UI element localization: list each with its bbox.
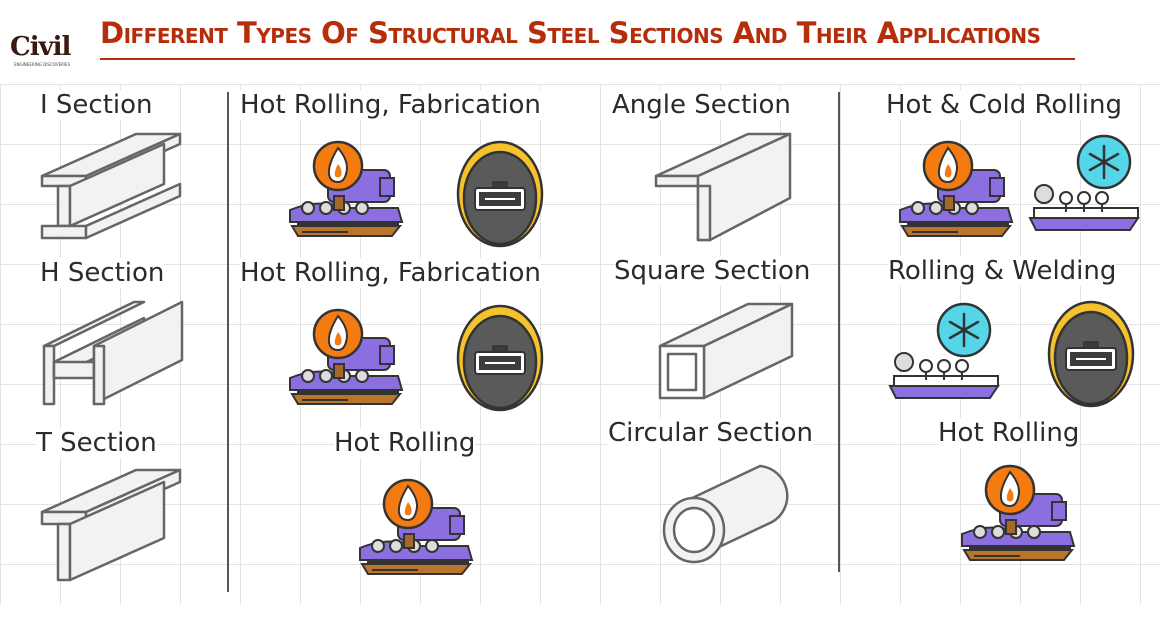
h-section-application: Hot Rolling, Fabrication bbox=[240, 258, 541, 288]
square-section-application: Rolling & Welding bbox=[888, 256, 1117, 286]
cold-rolling-icon bbox=[888, 302, 1000, 400]
logo: Civil ENGINEERING DISCOVERIES bbox=[8, 30, 78, 74]
page-title: Different Types Of Structural Steel Sect… bbox=[100, 16, 1041, 50]
t-section-diagram bbox=[40, 468, 182, 582]
cold-rolling-icon bbox=[1028, 134, 1140, 232]
furnace-icon bbox=[898, 140, 1014, 238]
divider-right bbox=[838, 92, 840, 572]
angle-section-label: Angle Section bbox=[612, 90, 791, 120]
t-section-application: Hot Rolling bbox=[334, 428, 476, 458]
circular-section-label: Circular Section bbox=[608, 418, 813, 448]
square-section-label: Square Section bbox=[614, 256, 811, 286]
furnace-icon bbox=[288, 140, 404, 238]
divider-left bbox=[227, 92, 229, 592]
welding-mask-icon bbox=[1047, 300, 1135, 408]
h-section-diagram bbox=[42, 300, 184, 406]
square-section-diagram bbox=[658, 302, 794, 400]
furnace-icon bbox=[960, 464, 1076, 562]
furnace-icon bbox=[358, 478, 474, 576]
angle-section-diagram bbox=[654, 132, 792, 242]
logo-text: Civil bbox=[10, 32, 71, 62]
logo-subtitle: ENGINEERING DISCOVERIES bbox=[14, 62, 71, 67]
circular-section-diagram bbox=[662, 464, 789, 564]
furnace-icon bbox=[288, 308, 404, 406]
i-section-diagram bbox=[40, 132, 182, 240]
angle-section-application: Hot & Cold Rolling bbox=[886, 90, 1122, 120]
t-section-label: T Section bbox=[36, 428, 157, 458]
welding-mask-icon bbox=[456, 304, 544, 412]
welding-mask-icon bbox=[456, 140, 544, 248]
i-section-application: Hot Rolling, Fabrication bbox=[240, 90, 541, 120]
title-underline bbox=[100, 58, 1075, 60]
circular-section-application: Hot Rolling bbox=[938, 418, 1080, 448]
h-section-label: H Section bbox=[40, 258, 165, 288]
i-section-label: I Section bbox=[40, 90, 153, 120]
